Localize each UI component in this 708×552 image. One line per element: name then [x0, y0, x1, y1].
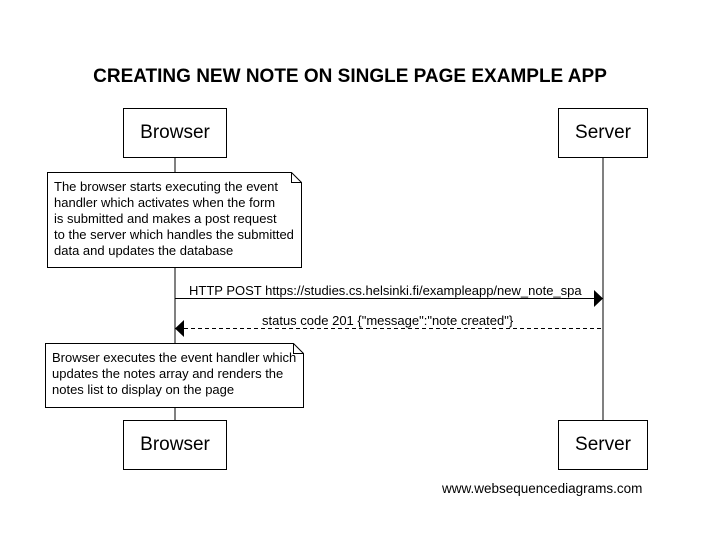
diagram-title: CREATING NEW NOTE ON SINGLE PAGE EXAMPLE…	[93, 66, 607, 87]
post-message-label: HTTP POST https://studies.cs.helsinki.fi…	[189, 283, 582, 298]
note-second-line: updates the notes array and renders the	[52, 366, 284, 381]
participant-browser-top: Browser	[123, 108, 227, 158]
response-message-label: status code 201 {"message":"note created…	[262, 313, 514, 328]
participant-browser-bottom: Browser	[123, 420, 227, 470]
post-arrow-head	[594, 290, 603, 307]
participant-server-bottom: Server	[558, 420, 648, 470]
note-first-line: handler which activates when the form	[54, 195, 276, 210]
note-second: Browser executes the event handler which…	[52, 350, 296, 398]
note-shape-second	[45, 343, 304, 408]
note-first-line: is submitted and makes a post request	[54, 211, 277, 226]
note-first-line: to the server which handles the submitte…	[54, 227, 294, 242]
note-first-line: The browser starts executing the event	[54, 179, 279, 194]
participant-server-top: Server	[558, 108, 648, 158]
note-first-line: data and updates the database	[54, 243, 234, 258]
note-first: The browser starts executing the event h…	[54, 179, 294, 259]
response-arrow-head	[175, 320, 184, 337]
note-shape-first	[47, 172, 302, 268]
note-second-line: notes list to display on the page	[52, 382, 235, 397]
footer-watermark: www.websequencediagrams.com	[442, 481, 643, 496]
note-second-line: Browser executes the event handler which	[52, 350, 297, 365]
